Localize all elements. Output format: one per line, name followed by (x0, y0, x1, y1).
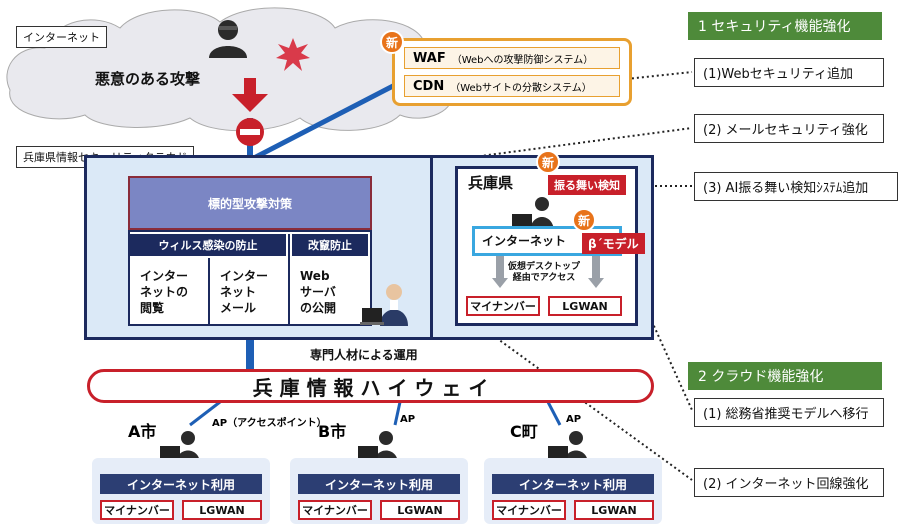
prefecture-lgwan: LGWAN (548, 296, 622, 316)
col-email: インター ネット メール (220, 269, 269, 315)
prefecture-mynumber: マイナンバー (466, 296, 540, 316)
attack-label: 悪意のある攻撃 (95, 70, 201, 88)
waf-desc: （Webへの攻撃防御システム） (451, 54, 594, 66)
section2-heading: 2 クラウド機能強化 (688, 362, 882, 390)
virtual-desktop-label: 仮想デスクトップ 経由でアクセス (508, 262, 581, 283)
municipality-c-mynumber: マイナンバー (492, 500, 566, 520)
targeted-attack-defense: 標的型攻撃対策 (128, 176, 372, 230)
access-arrows (492, 256, 604, 288)
municipality-c-internet-use: インターネット利用 (492, 474, 654, 494)
municipality-a-lgwan: LGWAN (182, 500, 262, 520)
col-divider-1 (208, 258, 210, 324)
new-badge-behavior: 新 (536, 150, 560, 174)
cloud-divider (430, 155, 433, 340)
section1-heading: 1 セキュリティ機能強化 (688, 12, 882, 40)
municipality-b-name: B市 (318, 422, 347, 441)
municipality-b-lgwan: LGWAN (380, 500, 460, 520)
municipality-c-ap: AP (566, 414, 582, 425)
municipality-a-internet-use: インターネット利用 (100, 474, 262, 494)
new-badge-waf: 新 (380, 30, 404, 54)
municipality-a-ap: AP（アクセスポイント） (212, 418, 327, 429)
municipality-b-ap: AP (400, 414, 416, 425)
item-internet-line: (2) インターネット回線強化 (694, 468, 884, 497)
col-divider-2 (288, 234, 290, 324)
prefecture-name: 兵庫県 (468, 174, 514, 192)
item-web-security: (1)Webセキュリティ追加 (694, 58, 884, 87)
attacker-icon (205, 18, 251, 58)
beta-model-tag: β´モデル (582, 233, 645, 254)
cdn-name: CDN (413, 78, 445, 94)
waf-box: WAF （Webへの攻撃防御システム） (404, 47, 620, 69)
col-web-server: Web サーバ の公開 (300, 269, 337, 315)
operator-person-icon (360, 282, 416, 326)
hyogo-info-highway: 兵 庫 情 報 ハ イ ウ ェ イ (87, 369, 654, 403)
explosion-icon (276, 38, 310, 72)
municipality-b-mynumber: マイナンバー (298, 500, 372, 520)
municipality-a-name: A市 (128, 422, 157, 441)
new-badge-beta: 新 (572, 208, 596, 232)
operation-label: 専門人材による運用 (310, 348, 418, 362)
municipality-c-name: C町 (510, 422, 538, 441)
tamper-prevention-header: 改竄防止 (292, 234, 368, 256)
waf-name: WAF (413, 50, 446, 66)
municipality-a-mynumber: マイナンバー (100, 500, 174, 520)
internet-label: インターネット (16, 26, 107, 48)
prefecture-internet-label: インターネット (482, 234, 567, 248)
item-mail-security: (2) メールセキュリティ強化 (694, 114, 884, 143)
item-ai-behavior: (3) AI振る舞い検知ｼｽﾃﾑ追加 (694, 172, 898, 201)
item-recommended-model: (1) 総務省推奨モデルへ移行 (694, 398, 884, 427)
municipality-c-lgwan: LGWAN (574, 500, 654, 520)
virus-prevention-header: ウィルス感染の防止 (130, 234, 286, 256)
behavior-detection-tag: 振る舞い検知 (548, 175, 626, 195)
cdn-desc: （Webサイトの分散システム） (450, 82, 592, 94)
municipality-b-internet-use: インターネット利用 (298, 474, 460, 494)
col-browsing: インター ネットの 閲覧 (140, 269, 189, 315)
cdn-box: CDN （Webサイトの分散システム） (404, 75, 620, 97)
